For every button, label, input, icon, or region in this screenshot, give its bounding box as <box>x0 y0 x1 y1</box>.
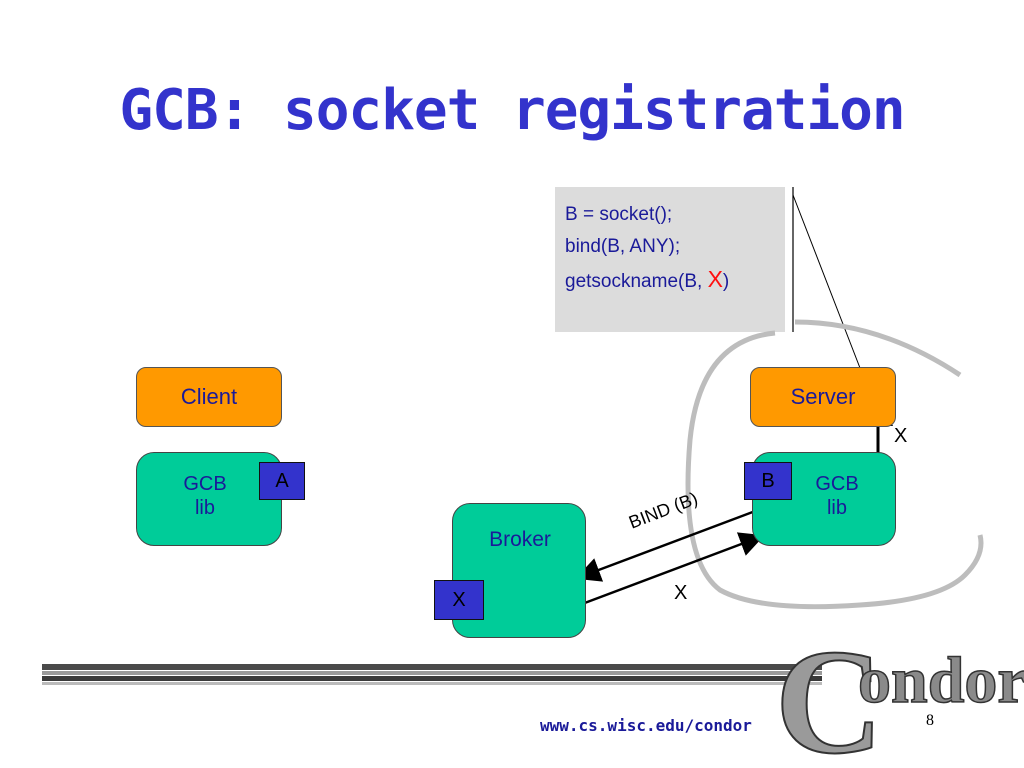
footer-bar-mid <box>42 671 822 675</box>
server-socket-b: B <box>744 462 792 500</box>
client-gcb-label-line1: GCB <box>183 473 227 495</box>
condor-logo: C ondor <box>774 618 1024 768</box>
callout-pointer-line <box>792 194 861 369</box>
code-line-getsockname: getsockname(B, X) <box>565 263 785 298</box>
reply-arrow <box>581 532 765 606</box>
footer-url: www.cs.wisc.edu/condor <box>540 716 752 735</box>
server-process-box: Server <box>750 367 896 427</box>
server-gcb-label-line2: lib <box>826 497 847 519</box>
code-line-socket: B = socket(); <box>565 204 673 225</box>
client-gcb-lib-box <box>136 452 282 546</box>
code-line-bind: bind(B, ANY); <box>565 236 681 257</box>
client-gcb-label: GCB lib <box>170 472 240 520</box>
footer-bar-shadow <box>42 682 822 685</box>
server-boundary-curve-upper <box>794 319 962 378</box>
broker-label: Broker <box>489 528 551 551</box>
register-arrow-label: X <box>894 425 908 447</box>
client-gcb-label-line2: lib <box>194 497 215 519</box>
code-callout: B = socket(); bind(B, ANY); getsockname(… <box>555 187 785 332</box>
server-gcb-label: GCB lib <box>802 472 872 520</box>
condor-logo-initial: C <box>775 619 883 768</box>
reply-message-label: X <box>674 582 688 604</box>
code-highlight-x: X <box>707 266 723 292</box>
code-line-getsockname-suffix: ) <box>722 271 730 292</box>
slide-title: GCB: socket registration <box>119 78 905 143</box>
server-boundary-curve-lower <box>685 330 984 610</box>
code-line-getsockname-prefix: getsockname(B, <box>565 271 708 292</box>
client-process-box: Client <box>136 367 282 427</box>
page-number: 8 <box>926 712 934 729</box>
footer-bar-top <box>42 664 822 670</box>
broker-socket-x: X <box>434 580 484 620</box>
condor-logo-word: ondor <box>858 644 1024 717</box>
server-gcb-label-line1: GCB <box>815 473 859 495</box>
footer-bar-bottom <box>42 676 822 681</box>
bind-arrow <box>575 508 759 582</box>
client-socket-a: A <box>259 462 305 500</box>
